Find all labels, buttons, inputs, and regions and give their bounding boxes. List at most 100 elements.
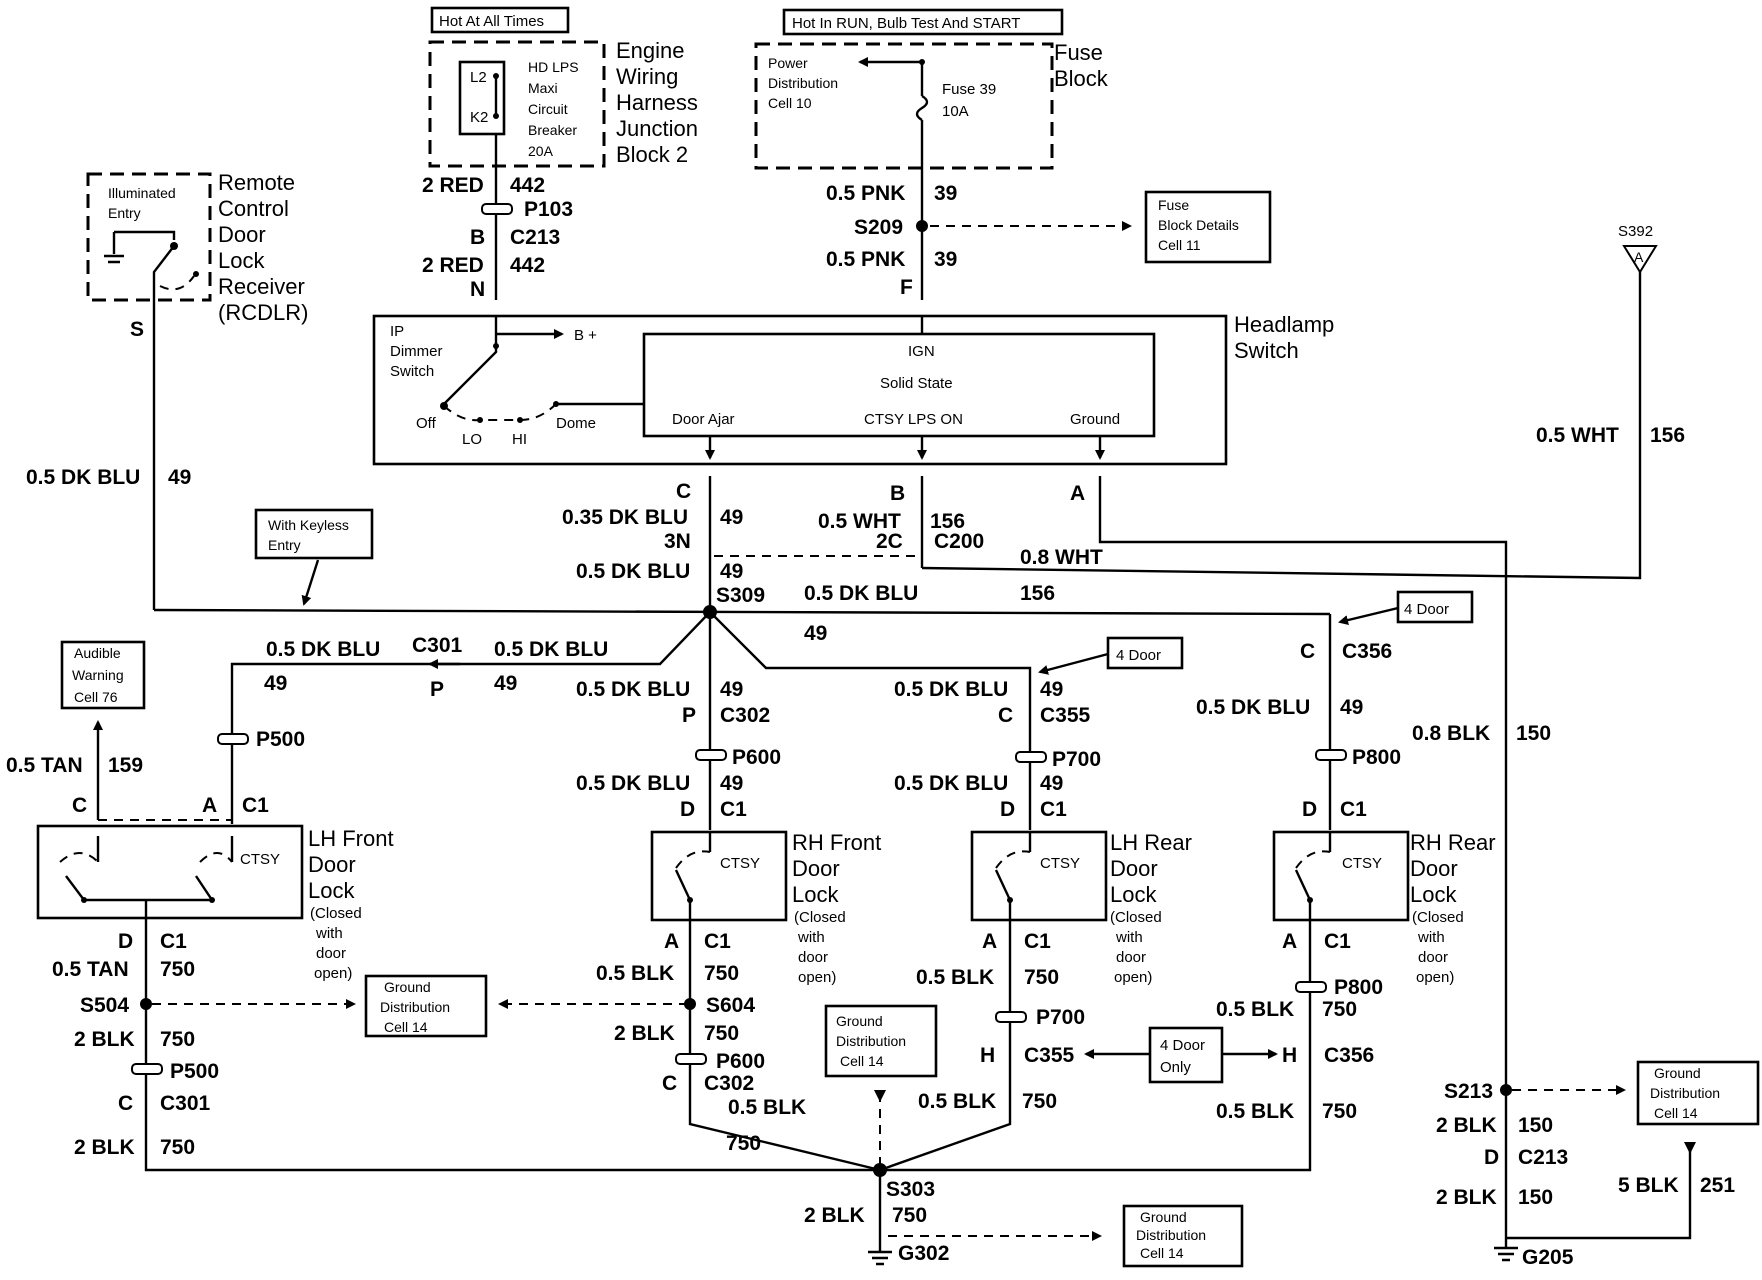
svg-text:D: D (118, 930, 133, 953)
svg-text:C355: C355 (1040, 704, 1091, 727)
ground-rh-front: A C1 0.5 BLK 750 S604 2 BLK 750 P600 C C… (596, 920, 881, 1172)
svg-text:Switch: Switch (1234, 338, 1299, 363)
svg-text:4 Door: 4 Door (1160, 1037, 1205, 1054)
svg-text:C1: C1 (1324, 930, 1351, 953)
svg-text:49: 49 (494, 672, 517, 695)
svg-text:0.5 TAN: 0.5 TAN (52, 958, 129, 981)
svg-text:door: door (1116, 949, 1146, 966)
svg-text:0.8 WHT: 0.8 WHT (1020, 546, 1103, 569)
svg-text:P700: P700 (1036, 1006, 1085, 1029)
svg-text:0.5 BLK: 0.5 BLK (918, 1090, 996, 1113)
svg-text:C1: C1 (242, 794, 269, 817)
svg-text:Ground: Ground (384, 979, 431, 995)
svg-text:C1: C1 (160, 930, 187, 953)
svg-text:750: 750 (1022, 1090, 1057, 1113)
svg-text:750: 750 (1024, 966, 1059, 989)
svg-text:4 Door: 4 Door (1116, 647, 1161, 664)
svg-text:Door: Door (218, 222, 266, 247)
svg-text:159: 159 (108, 754, 143, 777)
svg-text:156: 156 (930, 510, 965, 533)
svg-text:2 BLK: 2 BLK (804, 1204, 865, 1227)
svg-text:0.5 PNK: 0.5 PNK (826, 182, 905, 205)
svg-text:750: 750 (704, 1022, 739, 1045)
svg-text:Receiver: Receiver (218, 274, 305, 299)
svg-text:0.5 TAN: 0.5 TAN (6, 754, 83, 777)
svg-text:2 BLK: 2 BLK (1436, 1186, 1497, 1209)
svg-text:F: F (900, 276, 913, 299)
svg-text:49: 49 (720, 506, 743, 529)
svg-text:(Closed: (Closed (1412, 909, 1464, 926)
svg-text:P600: P600 (732, 746, 781, 769)
svg-text:Off: Off (416, 415, 437, 432)
svg-text:Circuit: Circuit (528, 101, 568, 117)
fuse-block-details-ref: Fuse Block Details Cell 11 (1144, 190, 1272, 264)
svg-text:0.5 DK BLU: 0.5 DK BLU (576, 772, 690, 795)
headlamp-switch: Headlamp Switch IP Dimmer Switch B + Off… (372, 312, 1334, 466)
svg-text:Distribution: Distribution (1650, 1085, 1720, 1101)
svg-text:10A: 10A (942, 103, 969, 120)
svg-text:Wiring: Wiring (616, 64, 678, 89)
svg-text:C355: C355 (1024, 1044, 1075, 1067)
remote-control-door-lock-receiver: Illuminated Entry Remote Control Door Lo… (86, 170, 308, 610)
svg-text:Fuse: Fuse (1158, 197, 1189, 213)
svg-text:Cell 14: Cell 14 (840, 1053, 884, 1069)
svg-text:Lock: Lock (792, 882, 839, 907)
svg-text:0.5 DK BLU: 0.5 DK BLU (576, 678, 690, 701)
svg-text:2 BLK: 2 BLK (74, 1136, 135, 1159)
headlamp-outputs: C 0.35 DK BLU 49 3N 0.5 DK BLU 49 S309 B… (26, 223, 1685, 1198)
svg-text:Hot At All Times: Hot At All Times (439, 13, 544, 30)
svg-text:(Closed: (Closed (310, 905, 362, 922)
svg-text:C1: C1 (1040, 798, 1067, 821)
svg-text:Power: Power (768, 55, 808, 71)
svg-text:P: P (430, 678, 444, 701)
svg-text:C213: C213 (510, 226, 560, 249)
svg-text:C213: C213 (1518, 1146, 1568, 1169)
svg-text:49: 49 (804, 622, 827, 645)
svg-text:CTSY LPS ON: CTSY LPS ON (864, 411, 963, 428)
svg-text:door: door (1418, 949, 1448, 966)
svg-text:HD LPS: HD LPS (528, 59, 579, 75)
svg-text:150: 150 (1518, 1114, 1553, 1137)
svg-text:With Keyless: With Keyless (268, 517, 349, 533)
svg-text:(Closed: (Closed (1110, 909, 1162, 926)
svg-text:4 Door: 4 Door (1404, 601, 1449, 618)
svg-text:B: B (470, 226, 485, 249)
svg-text:G302: G302 (898, 1242, 949, 1265)
lh-front-door-lock: CTSY LH Front Door Lock (Closed with doo… (36, 824, 394, 982)
svg-text:LH Rear: LH Rear (1110, 830, 1192, 855)
svg-text:5 BLK: 5 BLK (1618, 1174, 1679, 1197)
svg-text:A: A (202, 794, 217, 817)
svg-text:39: 39 (934, 248, 957, 271)
svg-text:49: 49 (168, 466, 191, 489)
svg-text:251: 251 (1700, 1174, 1735, 1197)
svg-text:0.5 BLK: 0.5 BLK (916, 966, 994, 989)
svg-text:IP: IP (390, 323, 404, 340)
svg-text:Door: Door (792, 856, 840, 881)
svg-text:49: 49 (1040, 678, 1063, 701)
branch-lh-front: C301 0.5 DK BLU 49 0.5 DK BLU 49 P Audib… (6, 611, 711, 824)
svg-text:S: S (130, 318, 144, 341)
svg-text:B +: B + (574, 327, 597, 344)
svg-text:LH Front: LH Front (308, 826, 394, 851)
svg-text:LO: LO (462, 431, 482, 448)
svg-text:S209: S209 (854, 216, 903, 239)
svg-text:S213: S213 (1444, 1080, 1493, 1103)
svg-text:156: 156 (1020, 582, 1055, 605)
svg-text:C200: C200 (934, 530, 984, 553)
svg-text:D: D (1302, 798, 1317, 821)
svg-text:G205: G205 (1522, 1246, 1574, 1269)
svg-text:C: C (676, 480, 691, 503)
svg-text:Lock: Lock (308, 878, 355, 903)
svg-text:Lock: Lock (1110, 882, 1157, 907)
svg-text:442: 442 (510, 254, 545, 277)
branch-lh-rear: 0.5 DK BLU 49 C C355 P700 0.5 DK BLU 49 … (709, 611, 1184, 830)
svg-text:150: 150 (1518, 1186, 1553, 1209)
svg-text:C356: C356 (1324, 1044, 1374, 1067)
svg-text:Door: Door (1110, 856, 1158, 881)
svg-text:door: door (316, 945, 346, 962)
svg-text:Door Ajar: Door Ajar (672, 411, 735, 428)
lh-rear-door-lock: CTSY LH Rear Door Lock (Closed with door… (970, 830, 1192, 986)
svg-text:P800: P800 (1334, 976, 1383, 999)
svg-text:Cell 10: Cell 10 (768, 95, 812, 111)
